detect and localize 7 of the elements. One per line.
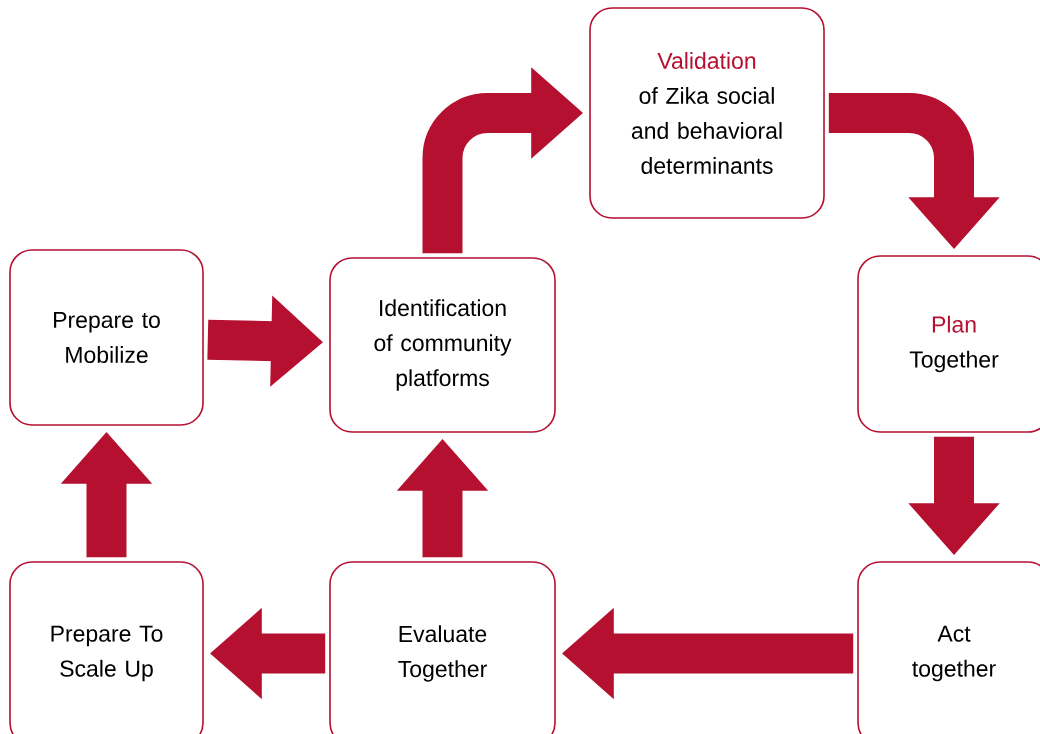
step-box: Identification of community platforms bbox=[329, 257, 556, 433]
step-box: Plan Together bbox=[857, 255, 1040, 433]
step-box: Act together bbox=[857, 561, 1040, 734]
step-box: Evaluate Together bbox=[329, 561, 556, 734]
step-box: Prepare to Mobilize bbox=[9, 249, 204, 426]
step-box: Validation of Zika social and behavioral determinants bbox=[589, 7, 825, 219]
step-box: Prepare To Scale Up bbox=[9, 561, 204, 734]
